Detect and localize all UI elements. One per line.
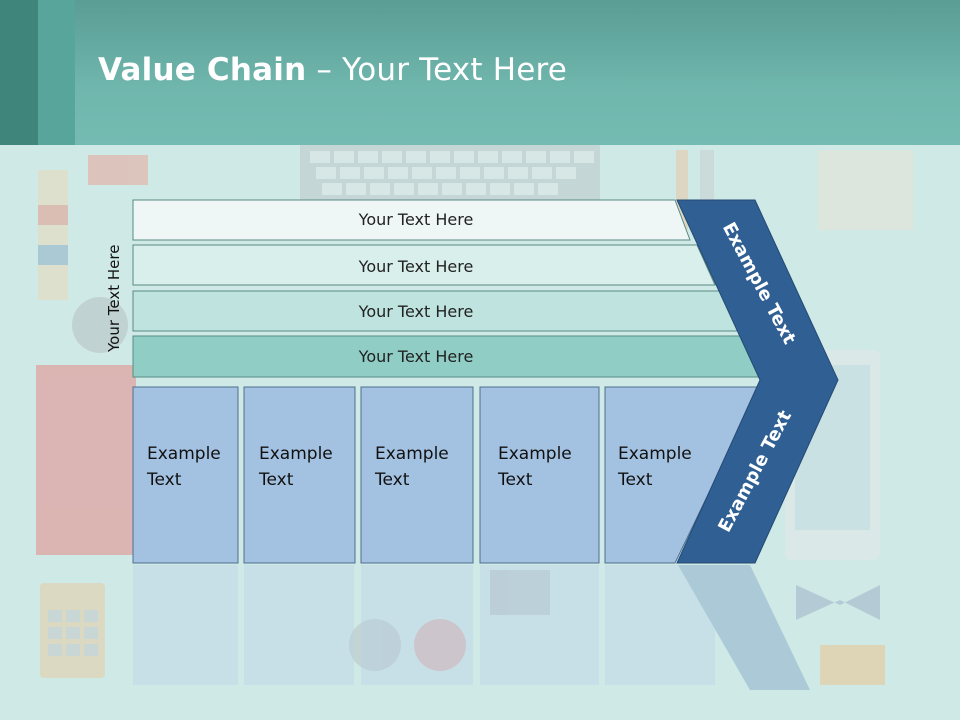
primary-box-5-line2: Text bbox=[617, 470, 653, 490]
primary-box-2-line2: Text bbox=[258, 470, 294, 490]
support-row-4-label: Your Text Here bbox=[358, 347, 474, 366]
primary-box-4: Example Text bbox=[479, 386, 600, 564]
primary-box-4-line1: Example bbox=[498, 444, 572, 464]
primary-box-1: Example Text bbox=[132, 386, 239, 564]
primary-box-2-line1: Example bbox=[259, 444, 333, 464]
title-bold: Value Chain bbox=[98, 52, 307, 88]
support-row-2-label: Your Text Here bbox=[358, 257, 474, 276]
header-band: Value Chain – Your Text Here bbox=[0, 0, 960, 145]
support-row-1: Your Text Here bbox=[132, 199, 691, 241]
primary-box-2: Example Text bbox=[243, 386, 356, 564]
primary-box-3-line1: Example bbox=[375, 444, 449, 464]
primary-box-3-line2: Text bbox=[374, 470, 410, 490]
primary-box-1-line2: Text bbox=[146, 470, 182, 490]
primary-box-1-line1: Example bbox=[147, 444, 221, 464]
header-stripe-light bbox=[38, 0, 75, 145]
support-row-3-label: Your Text Here bbox=[358, 302, 474, 321]
slide-title: Value Chain – Your Text Here bbox=[98, 52, 567, 88]
support-row-2: Your Text Here bbox=[132, 244, 716, 286]
side-label-text: Your Text Here bbox=[105, 244, 123, 352]
primary-box-3: Example Text bbox=[360, 386, 474, 564]
title-rest: – Your Text Here bbox=[306, 52, 568, 88]
primary-box-5: Example Text bbox=[604, 386, 761, 564]
header-stripe-dark bbox=[0, 0, 38, 145]
support-row-4: Your Text Here bbox=[132, 335, 764, 378]
support-row-1-label: Your Text Here bbox=[358, 210, 474, 229]
primary-box-4-line2: Text bbox=[497, 470, 533, 490]
primary-box-5-line1: Example bbox=[618, 444, 692, 464]
support-row-3: Your Text Here bbox=[132, 290, 741, 332]
